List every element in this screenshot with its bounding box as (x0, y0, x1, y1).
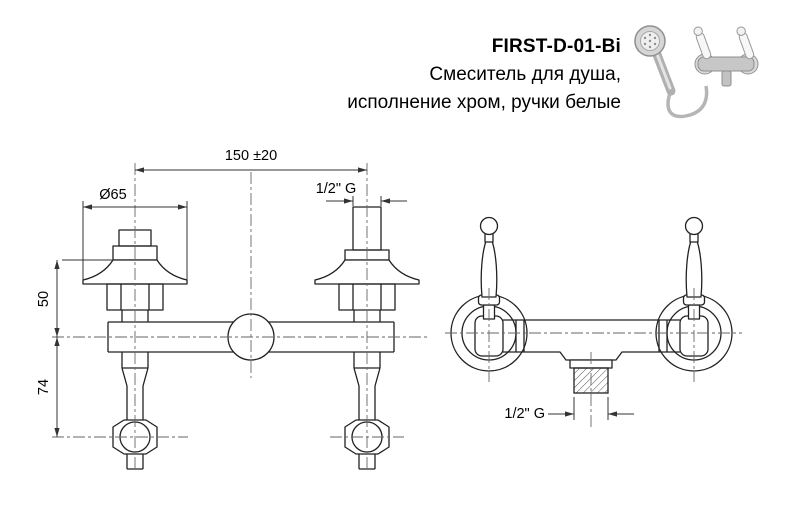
front-view (52, 163, 428, 472)
dimension-bottom-thread: 1/2" G (504, 397, 634, 422)
dim-label-lower-height: 74 (36, 379, 52, 395)
product-photo (634, 25, 759, 119)
dimension-lower-height: 74 (36, 337, 60, 437)
product-code: FIRST-D-01-Bi (491, 36, 621, 57)
dim-label-mounting-width: 150 ±20 (225, 148, 277, 164)
dimension-flange-diameter: Ø65 (82, 187, 188, 280)
dimension-mounting-width: 150 ±20 (135, 148, 367, 173)
dim-label-top-thread: 1/2" G (316, 181, 357, 197)
dim-label-upper-height: 50 (36, 291, 52, 307)
side-left-lever (477, 216, 501, 320)
product-description-line2: исполнение хром, ручки белые (347, 92, 621, 113)
dim-label-flange-diameter: Ø65 (99, 187, 126, 203)
title-block: FIRST-D-01-Bi Смеситель для душа, исполн… (347, 33, 621, 117)
dimension-upper-height: 50 (36, 259, 113, 337)
hand-shower (634, 25, 709, 119)
wall-mixer (693, 26, 759, 87)
dimension-top-thread: 1/2" G (316, 181, 407, 206)
side-body (474, 315, 709, 361)
product-description-line1: Смеситель для душа, (429, 64, 621, 85)
front-centerlines (52, 163, 428, 472)
side-centerlines (445, 288, 742, 430)
side-view (445, 216, 742, 430)
dim-label-bottom-thread: 1/2" G (504, 406, 545, 422)
shower-hose (666, 85, 709, 119)
